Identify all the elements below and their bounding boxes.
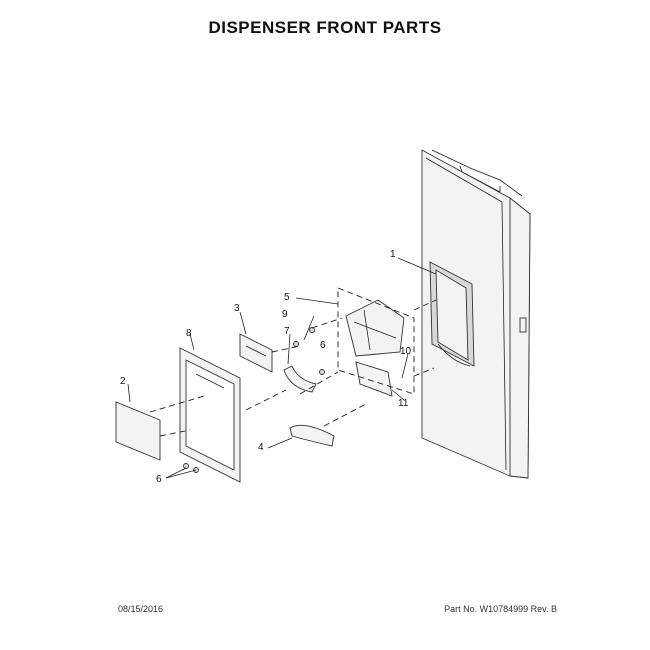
callout-4: 4 xyxy=(258,442,264,453)
housing-boundary xyxy=(337,287,415,395)
page-title: DISPENSER FRONT PARTS xyxy=(208,18,442,37)
callout-5: 5 xyxy=(284,292,290,303)
part-11-chute xyxy=(355,361,393,397)
callout-6a: 6 xyxy=(320,340,326,351)
alignment-dashes xyxy=(149,299,437,437)
callout-3: 3 xyxy=(234,303,240,314)
part-3-bracket xyxy=(239,333,273,373)
callout-8: 8 xyxy=(186,328,192,339)
callout-9: 9 xyxy=(282,309,288,320)
part-2-panel xyxy=(115,401,161,461)
callout-2: 2 xyxy=(120,376,126,387)
callout-6b: 6 xyxy=(156,474,162,485)
part-4-cover xyxy=(289,424,335,447)
leader-lines xyxy=(127,257,437,479)
callout-1: 1 xyxy=(390,249,396,260)
part-8-frame xyxy=(179,347,241,483)
part-5-housing xyxy=(345,299,405,357)
callout-10: 10 xyxy=(400,346,412,357)
callout-7: 7 xyxy=(284,326,290,337)
door-panel xyxy=(421,149,531,479)
part-7-lever xyxy=(283,365,317,393)
footer-part-number: Part No. W10784999 Rev. B xyxy=(444,604,557,614)
footer-date: 08/15/2016 xyxy=(118,604,164,614)
callout-11: 11 xyxy=(398,398,409,409)
